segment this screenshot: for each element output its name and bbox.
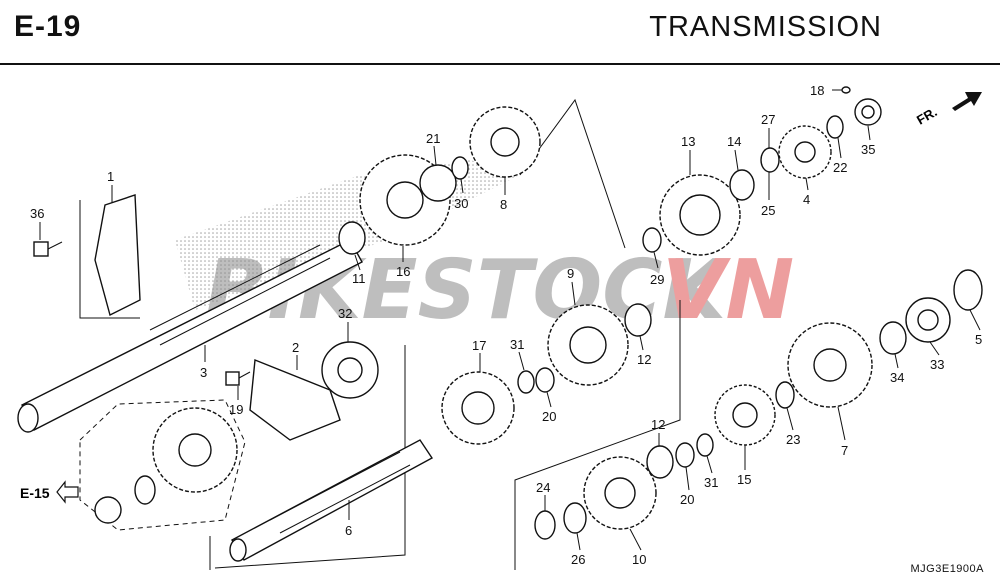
callout-18: 18 xyxy=(810,83,824,98)
plate-2 xyxy=(249,359,341,441)
washer-24 xyxy=(534,510,556,540)
callout-31b: 31 xyxy=(704,475,718,490)
e15-arrow-icon xyxy=(56,480,79,504)
callout-20a: 20 xyxy=(542,409,556,424)
washer-20b xyxy=(675,442,695,468)
countershaft xyxy=(229,439,434,562)
pin-18 xyxy=(841,86,851,94)
gear-10 xyxy=(583,456,657,530)
gear-17 xyxy=(441,371,515,445)
gear-8 xyxy=(469,106,541,178)
callout-12a: 12 xyxy=(637,352,651,367)
mainshaft xyxy=(17,239,363,433)
callout-17: 17 xyxy=(472,338,486,353)
callout-13: 13 xyxy=(681,134,695,149)
callout-25: 25 xyxy=(761,203,775,218)
front-direction-indicator: FR. xyxy=(914,92,982,128)
callout-27: 27 xyxy=(761,112,775,127)
callout-36: 36 xyxy=(30,206,44,221)
washer-e15 xyxy=(134,475,156,505)
bushing-14 xyxy=(729,169,755,201)
washer-5 xyxy=(953,269,983,311)
callout-32: 32 xyxy=(338,306,352,321)
callout-15: 15 xyxy=(737,472,751,487)
frame-lower xyxy=(514,300,681,570)
bolt-36 xyxy=(33,241,63,257)
callout-1: 1 xyxy=(107,169,114,184)
footer-code: MJG3E1900A xyxy=(910,563,984,575)
gear-4 xyxy=(778,125,832,179)
bushing-12a xyxy=(624,303,652,337)
gear-21 xyxy=(419,164,457,202)
callout-29: 29 xyxy=(650,272,664,287)
snapring-31b xyxy=(696,433,714,457)
callout-12b: 12 xyxy=(651,417,665,432)
callout-2: 2 xyxy=(292,340,299,355)
washer-27 xyxy=(760,147,780,173)
callout-24: 24 xyxy=(536,480,550,495)
plate-1 xyxy=(94,194,141,317)
callout-6: 6 xyxy=(345,523,352,538)
callout-11: 11 xyxy=(352,271,366,286)
bearing-33 xyxy=(905,297,951,343)
washer-30 xyxy=(451,156,469,180)
diagram-code: E-19 xyxy=(14,10,82,43)
bushing-12b xyxy=(646,445,674,479)
callout-3: 3 xyxy=(200,365,207,380)
dashed-group-e15 xyxy=(79,399,246,531)
callout-9: 9 xyxy=(567,266,574,281)
watermark-text-2: VN xyxy=(662,243,794,338)
callout-26: 26 xyxy=(571,552,585,567)
callout-19: 19 xyxy=(229,402,243,417)
washer-26 xyxy=(563,502,587,534)
callout-16: 16 xyxy=(396,264,410,279)
callout-22: 22 xyxy=(833,160,847,175)
washer-20a xyxy=(535,367,555,393)
callout-7: 7 xyxy=(841,443,848,458)
callout-20b: 20 xyxy=(680,492,694,507)
callout-21: 21 xyxy=(426,131,440,146)
bushing-11 xyxy=(338,221,366,255)
callout-31a: 31 xyxy=(510,337,524,352)
gear-e15 xyxy=(152,407,238,493)
washer-29 xyxy=(642,227,662,253)
e15-reference-label: E-15 xyxy=(20,485,50,501)
callout-labels: 1 36 2 3 19 32 11 16 21 30 8 13 14 27 25… xyxy=(30,83,982,567)
frame-left xyxy=(79,200,140,319)
frame-upper xyxy=(519,98,626,249)
washer-23 xyxy=(775,381,795,409)
callout-23: 23 xyxy=(786,432,800,447)
bearing-35 xyxy=(854,98,882,126)
callout-35: 35 xyxy=(861,142,875,157)
header-divider xyxy=(0,63,1000,65)
gear-9 xyxy=(547,304,629,386)
gear-15 xyxy=(714,384,776,446)
callout-5: 5 xyxy=(975,332,982,347)
bearing-32 xyxy=(321,341,379,399)
callout-33: 33 xyxy=(930,357,944,372)
diagram-title: TRANSMISSION xyxy=(649,11,882,43)
callout-14: 14 xyxy=(727,134,741,149)
washer-22 xyxy=(826,115,844,139)
callout-34: 34 xyxy=(890,370,904,385)
front-arrow-icon xyxy=(952,92,982,111)
bushing-34 xyxy=(879,321,907,355)
callout-10: 10 xyxy=(632,552,646,567)
bolt-19 xyxy=(225,371,251,386)
e15-reference[interactable]: E-15 xyxy=(20,480,79,504)
callout-4: 4 xyxy=(803,192,810,207)
gear-13 xyxy=(659,174,741,256)
callout-8: 8 xyxy=(500,197,507,212)
callout-30: 30 xyxy=(454,196,468,211)
nut-e15 xyxy=(94,496,122,524)
frame-countershaft xyxy=(214,345,406,569)
snapring-31a xyxy=(517,370,535,394)
front-label: FR. xyxy=(914,104,940,127)
gear-7 xyxy=(787,322,873,408)
